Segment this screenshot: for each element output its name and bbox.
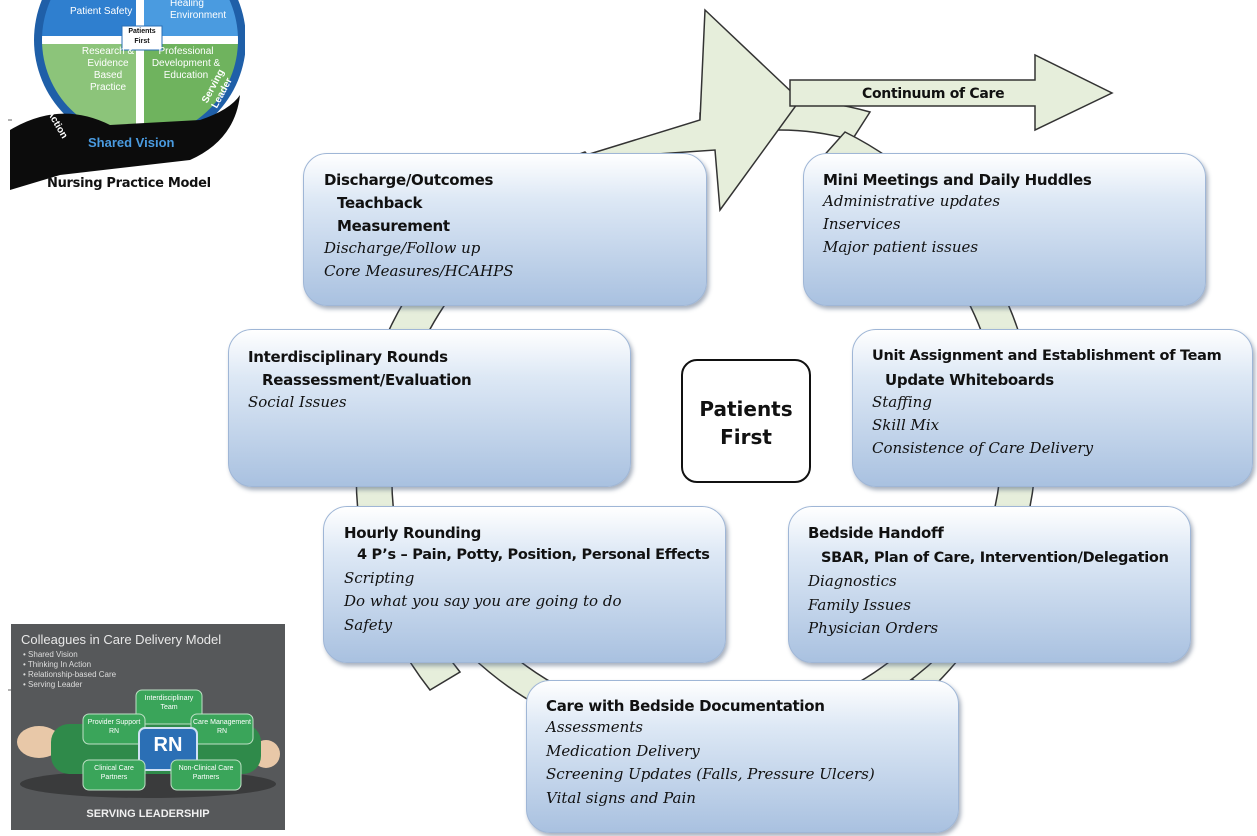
box-inter-title: Interdisciplinary Rounds (248, 348, 448, 366)
panel-bullet: • Shared Vision (23, 650, 78, 659)
box-care-item: Medication Delivery (546, 742, 700, 760)
box-hourly-item: Scripting (344, 569, 415, 587)
nursing-practice-model-logo: Patient Safety Healing Environment Resea… (0, 0, 246, 200)
box-unit-title: Unit Assignment and Establishment of Tea… (872, 348, 1222, 364)
globe-icon (10, 0, 246, 190)
care-model-illustration (17, 689, 280, 798)
panel-title: Colleagues in Care Delivery Model (21, 632, 222, 647)
box-discharge-outcomes (303, 153, 707, 306)
logo-caption: Nursing Practice Model (47, 176, 211, 191)
box-interdisciplinary-rounds (228, 329, 631, 487)
box-unit-assignment (852, 329, 1253, 487)
box-mini-title: Mini Meetings and Daily Huddles (823, 171, 1092, 189)
panel-bullet: • Thinking In Action (23, 660, 92, 669)
panel-bullet: • Relationship-based Care (23, 670, 117, 679)
box-hourly-item: Safety (344, 616, 393, 634)
box-inter-item: Social Issues (248, 393, 347, 411)
box-bedside-item: Family Issues (808, 596, 911, 614)
logo-segment-patient-safety: Patient Safety (70, 6, 133, 17)
box-hourly-item: Do what you say you are going to do (344, 592, 622, 610)
patients-first-center: Patients First (681, 359, 811, 483)
logo-hand-label: Shared Vision (88, 135, 175, 150)
box-discharge-title: Discharge/Outcomes (324, 171, 494, 189)
box-mini-item: Administrative updates (823, 192, 1001, 210)
box-discharge-sub1: Teachback (337, 194, 423, 212)
node-rn: RN (153, 734, 183, 756)
care-delivery-model-panel: Colleagues in Care Delivery Model • Shar… (11, 624, 285, 830)
box-hourly-rounding (323, 506, 726, 663)
box-unit-item: Staffing (872, 393, 932, 411)
node-clinical-care: Clinical Care Partners (94, 765, 134, 781)
logo-segment-healing-environment: Healing Environment (170, 0, 227, 21)
logo-segment-research: Research & Evidence Based Practice (81, 46, 135, 93)
box-unit-item: Consistence of Care Delivery (872, 439, 1094, 457)
node-non-clinical-care: Non-Clinical Care Partners (178, 765, 234, 781)
center-line2: First (720, 425, 772, 449)
box-mini-item: Major patient issues (823, 238, 979, 256)
continuum-label: Continuum of Care (862, 86, 1005, 102)
box-hourly-sub1: 4 P’s – Pain, Potty, Position, Personal … (357, 547, 710, 563)
box-care-item: Screening Updates (Falls, Pressure Ulcer… (546, 765, 875, 783)
box-care-item: Vital signs and Pain (546, 789, 696, 807)
box-care-title: Care with Bedside Documentation (546, 697, 825, 715)
node-interdisciplinary-team: Interdisciplinary Team (144, 695, 194, 711)
box-mini-meetings (803, 153, 1206, 306)
logo-center-label: Patients First (128, 28, 156, 45)
logo-segment-professional: Professional Development & Education (151, 46, 221, 81)
box-bedside-title: Bedside Handoff (808, 524, 944, 542)
box-discharge-item: Discharge/Follow up (324, 239, 481, 257)
node-provider-support: Provider Support RN (87, 719, 141, 735)
box-discharge-sub2: Measurement (337, 217, 450, 235)
center-line1: Patients (699, 397, 793, 421)
box-care-item: Assessments (546, 718, 643, 736)
box-hourly-title: Hourly Rounding (344, 524, 482, 542)
box-care-documentation (526, 680, 959, 833)
box-bedside-item: Diagnostics (808, 572, 897, 590)
box-unit-item: Skill Mix (872, 416, 940, 434)
node-care-management: Care Management RN (193, 719, 251, 735)
box-bedside-handoff (788, 506, 1191, 663)
panel-footer: SERVING LEADERSHIP (86, 808, 210, 820)
box-bedside-sub1: SBAR, Plan of Care, Intervention/Delegat… (821, 550, 1169, 566)
box-bedside-item: Physician Orders (808, 619, 939, 637)
box-discharge-item: Core Measures/HCAHPS (324, 262, 514, 280)
panel-bullet: • Serving Leader (23, 680, 83, 689)
box-unit-sub1: Update Whiteboards (885, 371, 1054, 389)
box-mini-item: Inservices (823, 215, 901, 233)
box-inter-sub1: Reassessment/Evaluation (262, 371, 472, 389)
continuum-arrow (789, 53, 1114, 132)
